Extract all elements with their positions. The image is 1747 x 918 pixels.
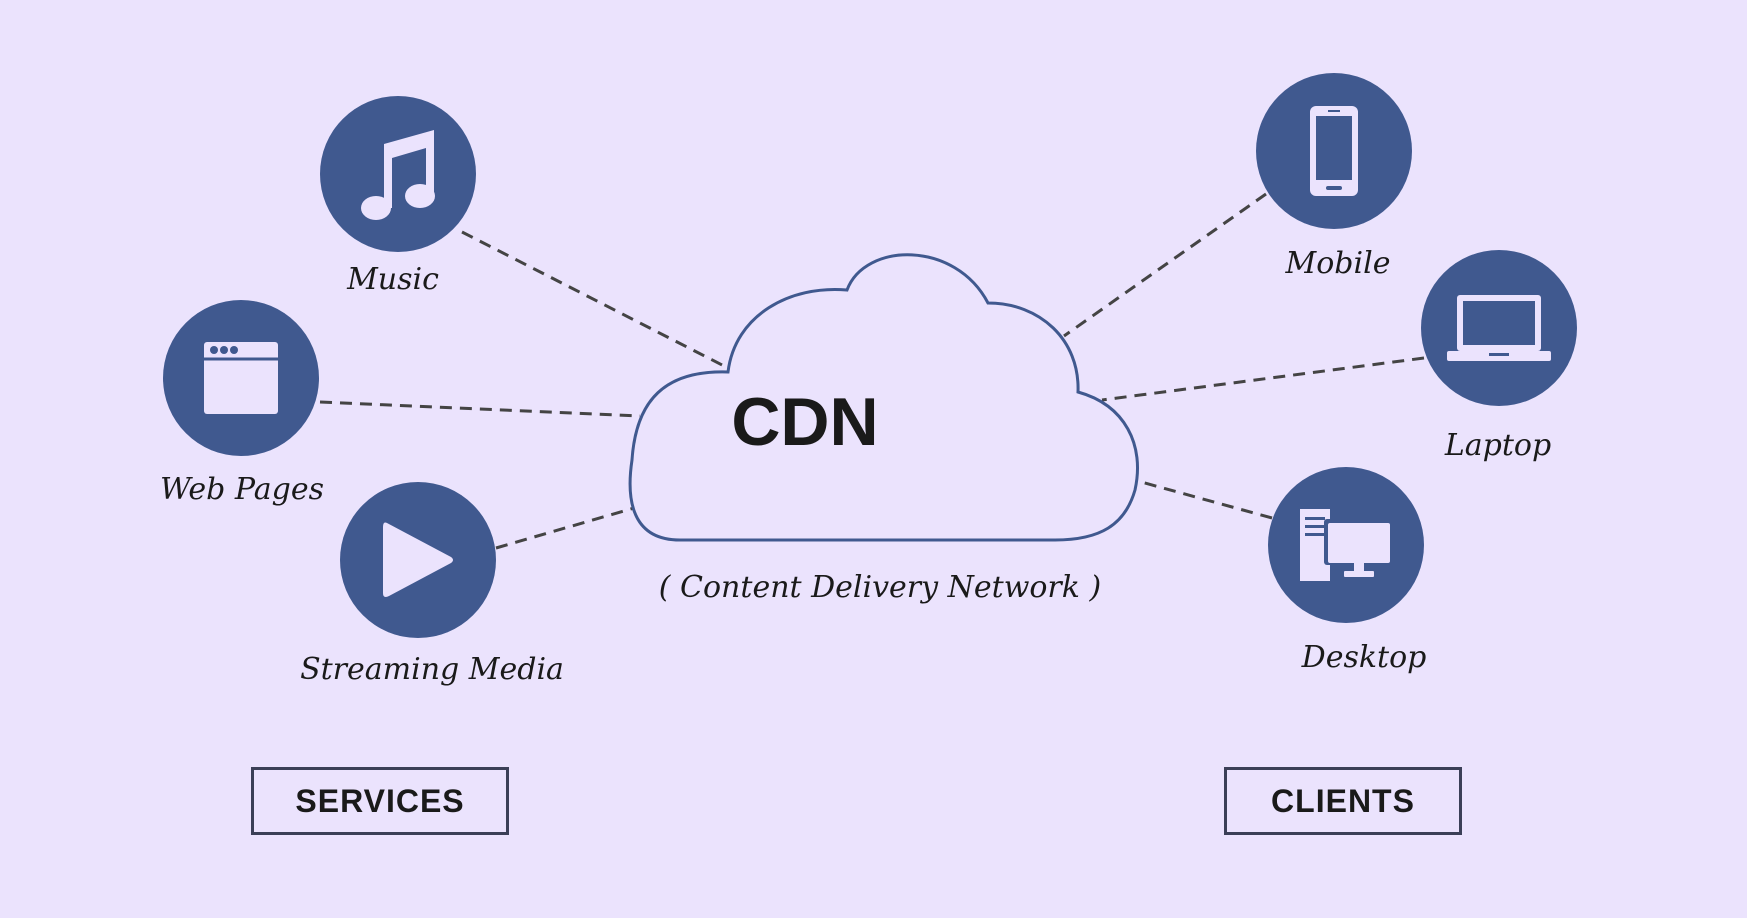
mobile-phone-icon: [1310, 106, 1358, 196]
cdn-subtitle: ( Content Delivery Network ): [658, 570, 1102, 605]
link-mobile: [1063, 192, 1267, 338]
service-node-music[interactable]: [320, 96, 476, 252]
link-streaming-media: [495, 502, 649, 550]
link-web-pages: [319, 400, 641, 418]
browser-window-icon: [204, 342, 278, 414]
services-heading: SERVICES: [251, 767, 509, 835]
client-node-laptop[interactable]: [1421, 250, 1577, 406]
client-label-laptop: Laptop: [1444, 428, 1552, 463]
laptop-icon: [1447, 295, 1551, 361]
service-label-streaming-media: Streaming Media: [300, 652, 564, 687]
client-label-desktop: Desktop: [1301, 640, 1427, 675]
cloud-shape: [628, 253, 1140, 542]
link-desktop: [1133, 478, 1273, 520]
service-label-music: Music: [347, 262, 439, 297]
link-laptop: [1101, 356, 1425, 402]
link-music: [461, 230, 729, 370]
service-node-web-pages[interactable]: [163, 300, 319, 456]
client-node-desktop[interactable]: [1268, 467, 1424, 623]
play-icon: [383, 522, 453, 597]
service-node-streaming-media[interactable]: [340, 482, 496, 638]
music-note-icon: [361, 130, 435, 220]
desktop-computer-icon: [1300, 509, 1392, 581]
client-label-mobile: Mobile: [1285, 246, 1391, 281]
cdn-title: CDN: [731, 384, 879, 460]
client-node-mobile[interactable]: [1256, 73, 1412, 229]
service-label-web-pages: Web Pages: [160, 472, 324, 507]
clients-heading: CLIENTS: [1224, 767, 1462, 835]
